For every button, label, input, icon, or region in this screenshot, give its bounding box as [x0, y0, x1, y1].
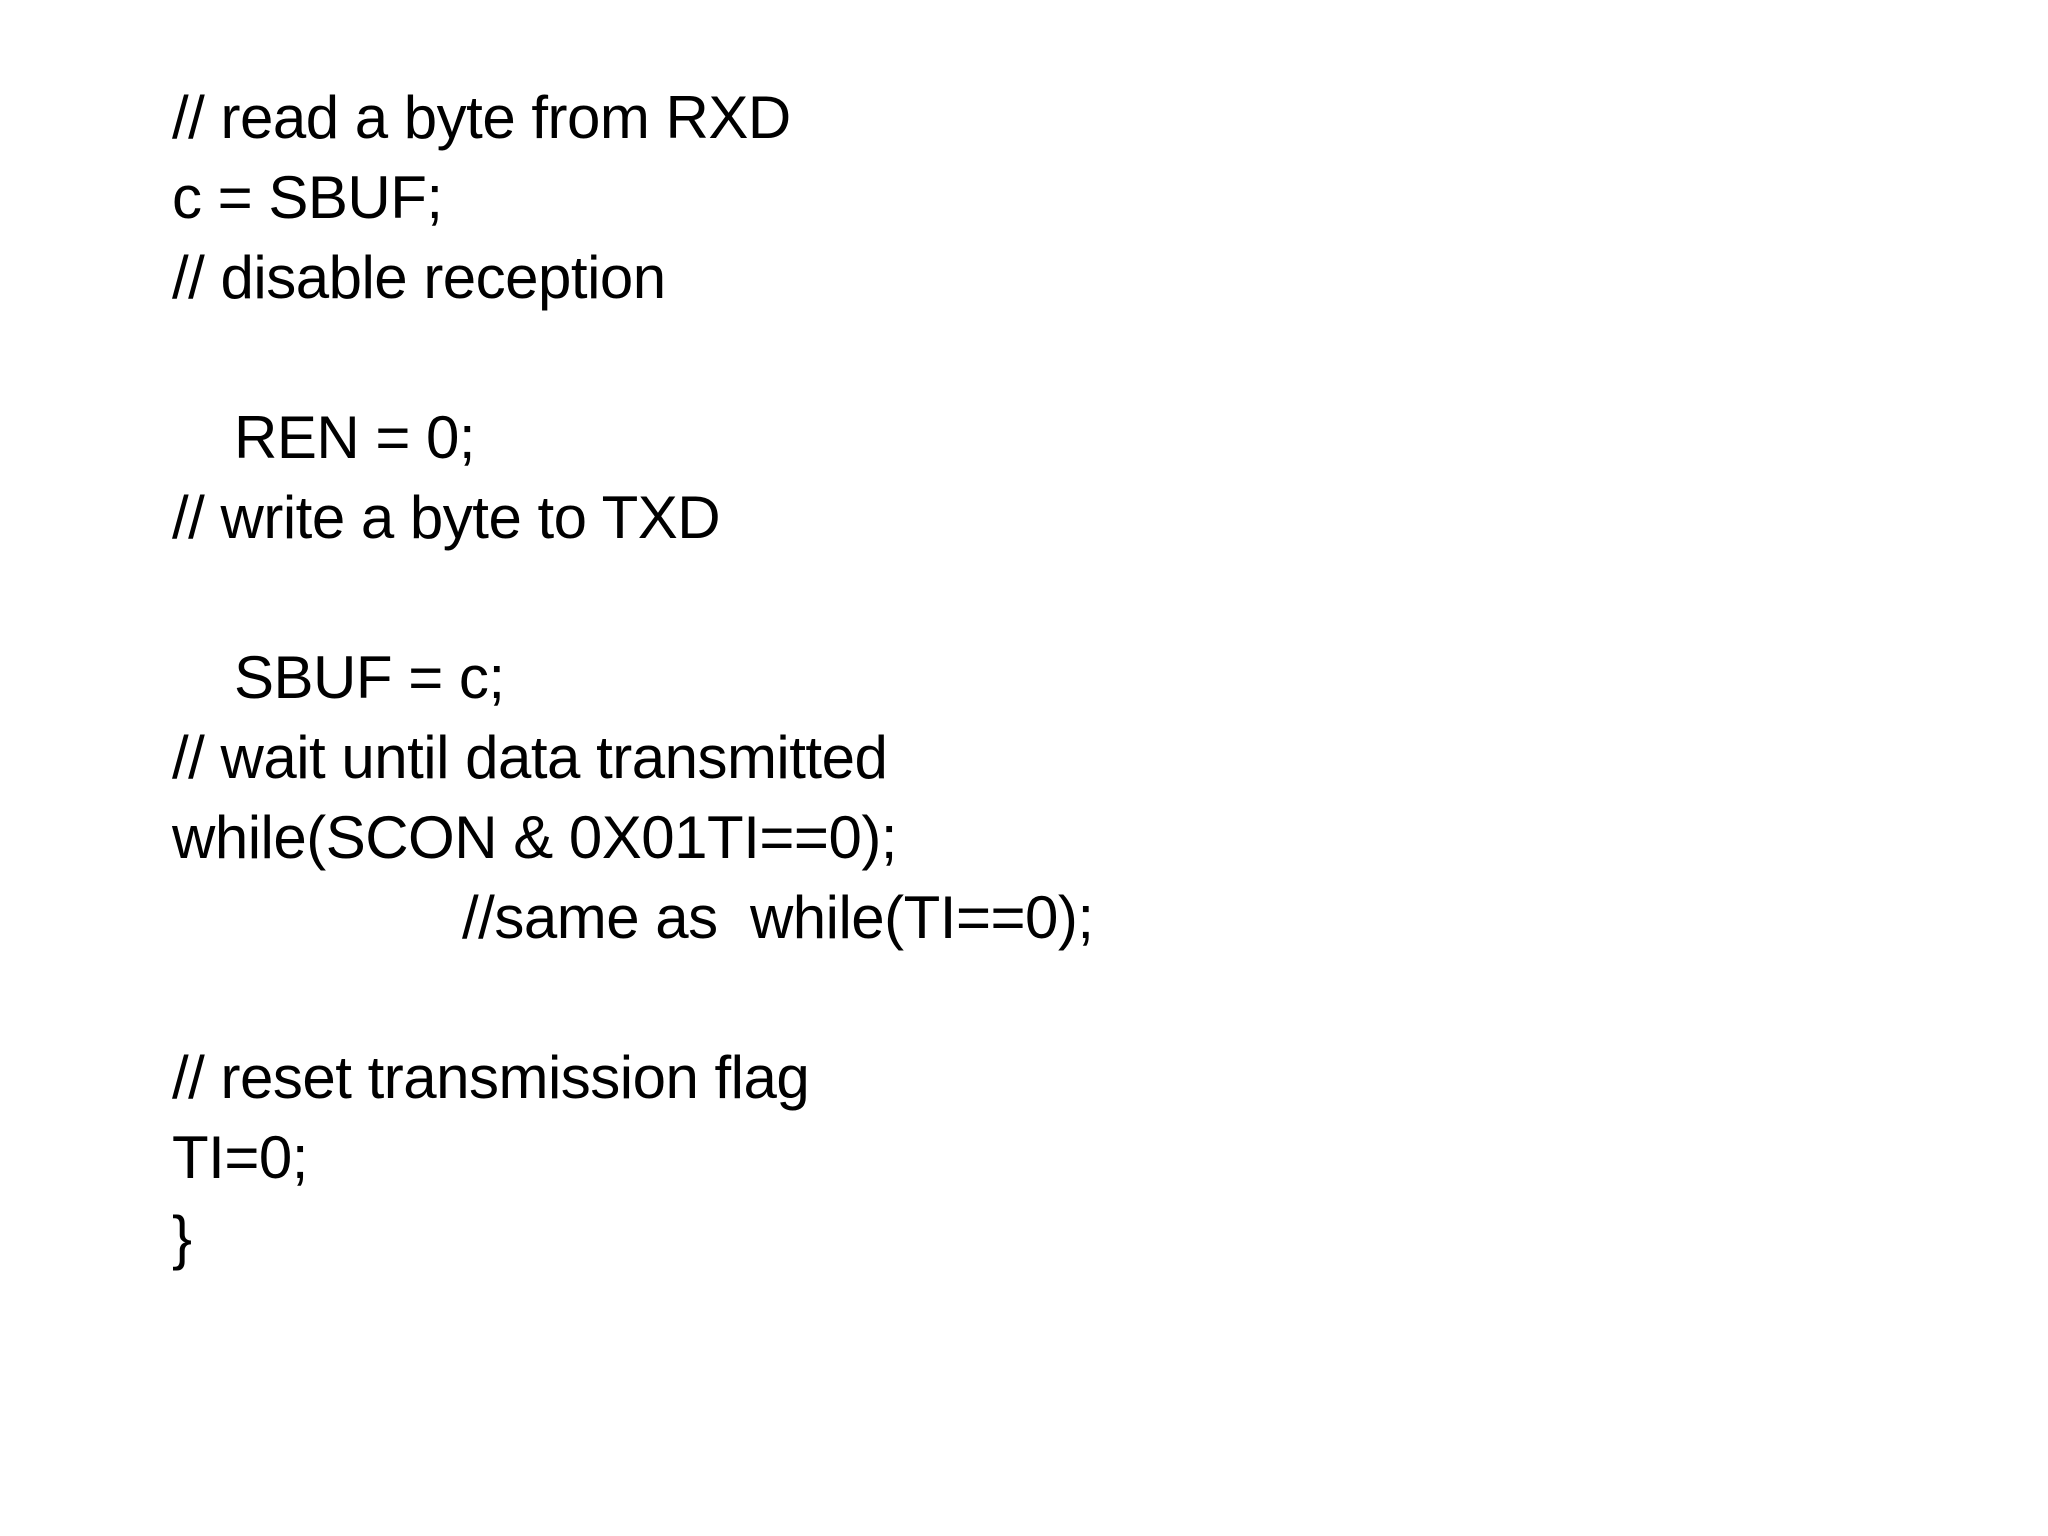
code-line: SBUF = c; — [234, 644, 505, 711]
code-line: c = SBUF; — [172, 164, 443, 231]
code-line-blank — [172, 958, 1932, 1038]
code-line: REN = 0; — [234, 404, 476, 471]
code-line: // wait until data transmitted — [172, 724, 888, 791]
code-line: } — [172, 1204, 192, 1271]
code-line-blank — [172, 318, 1932, 398]
code-line-blank — [172, 558, 1932, 638]
code-block: // read a byte from RXD c = SBUF; // disab… — [172, 78, 1932, 1278]
code-line: // read a byte from RXD — [172, 84, 791, 151]
code-line: while(SCON & 0X01TI==0); — [172, 804, 897, 871]
code-line: //same as while(TI==0); — [462, 884, 1094, 951]
code-line: // disable reception — [172, 244, 666, 311]
code-line: TI=0; — [172, 1124, 308, 1191]
code-line: // write a byte to TXD — [172, 484, 721, 551]
code-line: // reset transmission flag — [172, 1044, 810, 1111]
